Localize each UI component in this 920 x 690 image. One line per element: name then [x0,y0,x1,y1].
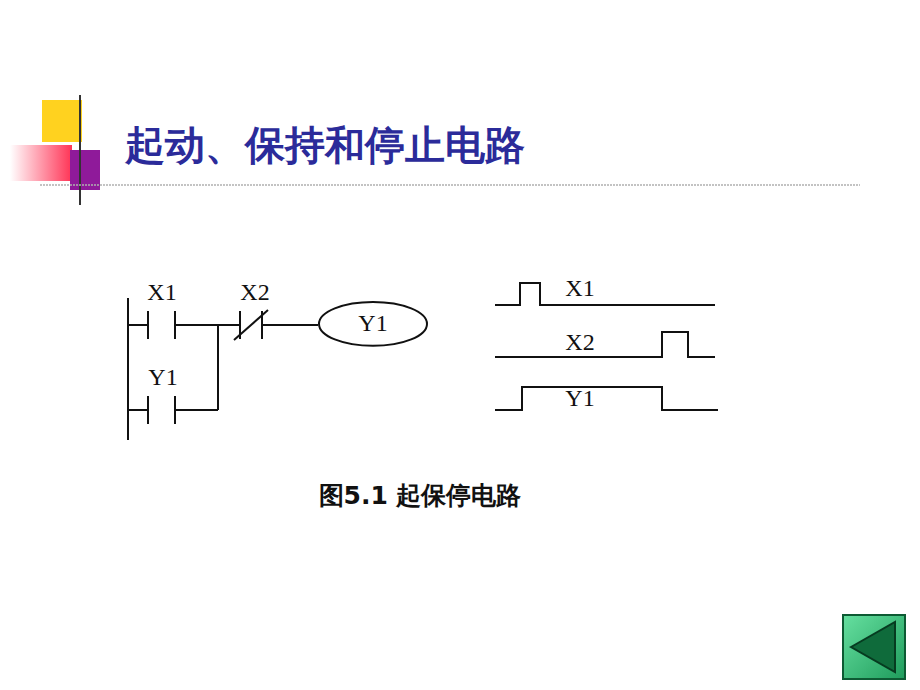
contact-label: Y1 [148,364,177,391]
figure-caption: 图5.1 起保停电路 [319,479,522,512]
wire [128,324,148,326]
x1-waveform [495,283,715,305]
coil-label: Y1 [358,310,387,337]
coil-outline [319,302,427,346]
contact-label: X1 [147,279,176,306]
timing-diagram [495,283,718,410]
y1-waveform [495,387,718,410]
wire [262,324,318,326]
wire [217,325,219,410]
signal-label: Y1 [565,385,594,412]
title-decoration [10,95,860,205]
wire [175,324,240,326]
slide-title: 起动、保持和停止电路 [125,118,525,173]
contact-label: X2 [240,279,269,306]
no-contact [147,396,149,424]
x2-waveform [495,332,715,357]
power-rail [127,298,129,440]
signal-label: X2 [565,329,594,356]
output-coil: Y1 [318,301,428,347]
no-contact [147,311,149,339]
ladder-diagram [128,298,318,440]
signal-label: X1 [565,275,594,302]
nav-back-button [843,615,905,679]
wire [175,409,218,411]
wire [128,409,148,411]
